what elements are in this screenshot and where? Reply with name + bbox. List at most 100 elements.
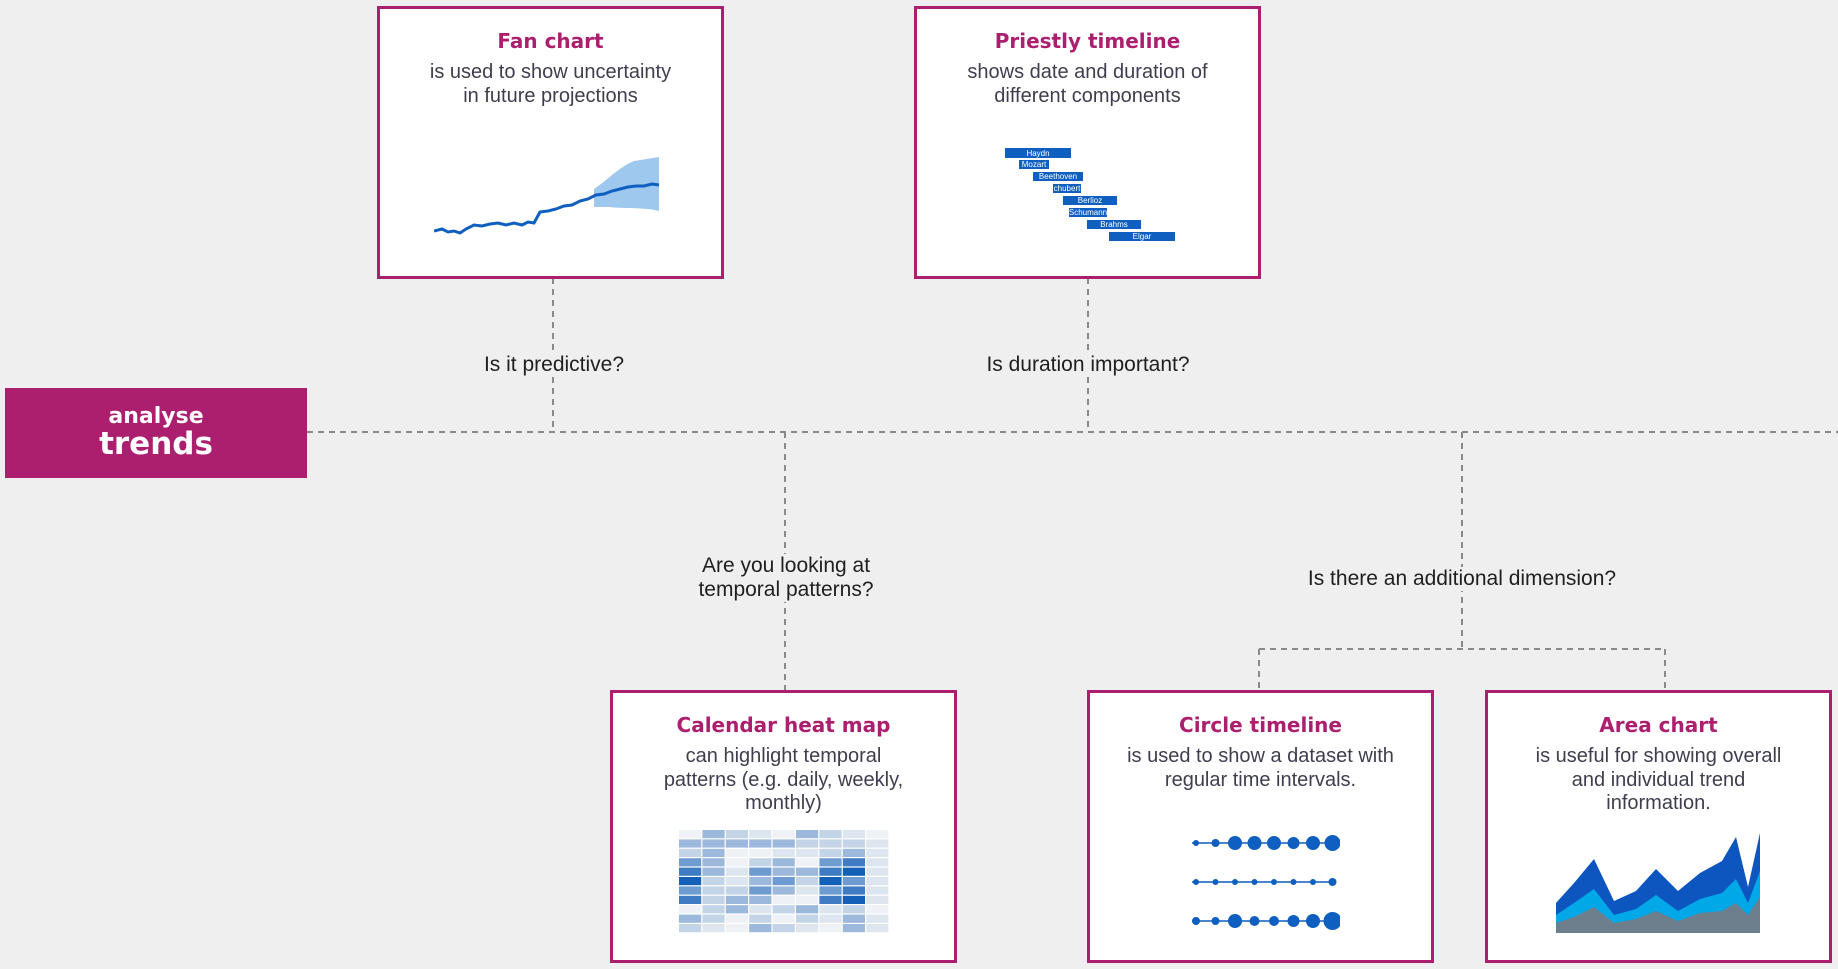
heat-cell bbox=[796, 895, 819, 904]
label-mozart: Mozart bbox=[1022, 160, 1047, 169]
label-schumann: Schumann bbox=[1069, 208, 1107, 217]
timeline-circle bbox=[1287, 915, 1300, 927]
fan-chart-thumbnail bbox=[434, 157, 660, 235]
question-temporal: Are you looking at temporal patterns? bbox=[680, 554, 892, 602]
label-berlioz: Berlioz bbox=[1078, 196, 1102, 205]
heat-cell bbox=[725, 877, 748, 886]
question-predictive: Is it predictive? bbox=[474, 353, 634, 377]
heat-cell bbox=[772, 886, 795, 895]
heat-cell bbox=[749, 839, 772, 848]
heat-cell bbox=[842, 905, 865, 914]
circle-timeline-desc: is used to show a dataset with regular t… bbox=[1127, 745, 1394, 791]
calendar-heat-map-title: Calendar heat map bbox=[676, 713, 891, 737]
heat-cell bbox=[702, 877, 725, 886]
circle-timeline-thumbnail bbox=[1192, 835, 1340, 930]
heat-cell bbox=[796, 905, 819, 914]
timeline-circle bbox=[1193, 840, 1199, 846]
heat-cell bbox=[725, 848, 748, 857]
heat-cell bbox=[842, 895, 865, 904]
timeline-circle bbox=[1249, 916, 1260, 926]
timeline-circle bbox=[1251, 879, 1258, 885]
label-elgar: Elgar bbox=[1133, 232, 1152, 241]
heat-cell bbox=[819, 924, 842, 933]
heat-cell bbox=[725, 895, 748, 904]
timeline-circle bbox=[1193, 879, 1199, 885]
heat-cell bbox=[866, 830, 889, 839]
area-chart-title: Area chart bbox=[1599, 713, 1718, 737]
heat-cell bbox=[842, 886, 865, 895]
heat-cell bbox=[772, 924, 795, 933]
heat-cell bbox=[842, 830, 865, 839]
calendar-heat-map-card[interactable]: Calendar heat map can highlight temporal… bbox=[610, 690, 957, 963]
circle-timeline-card[interactable]: Circle timeline is used to show a datase… bbox=[1087, 690, 1434, 963]
heat-cell bbox=[725, 914, 748, 923]
heat-cell bbox=[819, 867, 842, 876]
heat-cell bbox=[749, 858, 772, 867]
heat-cell bbox=[796, 830, 819, 839]
heat-cell bbox=[725, 905, 748, 914]
heat-cell bbox=[772, 914, 795, 923]
heat-cell bbox=[679, 886, 702, 895]
priestly-timeline-card[interactable]: Priestly timeline shows date and duratio… bbox=[914, 6, 1261, 279]
heat-cell bbox=[725, 830, 748, 839]
heat-cell bbox=[866, 914, 889, 923]
heat-cell bbox=[842, 867, 865, 876]
timeline-circle bbox=[1306, 836, 1320, 850]
heat-cell bbox=[679, 848, 702, 857]
heat-cell bbox=[725, 839, 748, 848]
bar-berlioz bbox=[1063, 196, 1117, 205]
label-brahms: Brahms bbox=[1100, 220, 1128, 229]
area-chart-thumbnail bbox=[1556, 833, 1760, 933]
heat-cell bbox=[772, 895, 795, 904]
heat-cell bbox=[772, 839, 795, 848]
heat-cell bbox=[819, 886, 842, 895]
bar-schubert bbox=[1053, 184, 1081, 193]
heat-cell bbox=[796, 886, 819, 895]
heat-cell bbox=[866, 848, 889, 857]
heat-cell bbox=[866, 858, 889, 867]
fan-chart-desc: is used to show uncertainty in future pr… bbox=[429, 61, 672, 107]
heat-cell bbox=[725, 867, 748, 876]
heat-cell bbox=[725, 886, 748, 895]
question-duration: Is duration important? bbox=[968, 353, 1208, 377]
heat-cell bbox=[702, 914, 725, 923]
heat-cell bbox=[819, 858, 842, 867]
bar-brahms bbox=[1087, 220, 1141, 229]
area-chart-card[interactable]: Area chart is useful for showing overall… bbox=[1485, 690, 1832, 963]
bar-mozart bbox=[1019, 160, 1049, 169]
heat-cell bbox=[679, 830, 702, 839]
heat-cell bbox=[749, 877, 772, 886]
heat-cell bbox=[749, 867, 772, 876]
fan-chart-title: Fan chart bbox=[497, 29, 604, 53]
timeline-circle bbox=[1287, 837, 1300, 849]
heat-cell bbox=[866, 877, 889, 886]
heat-cell bbox=[702, 905, 725, 914]
priestly-timeline-desc: shows date and duration of different com… bbox=[967, 61, 1208, 107]
timeline-circle bbox=[1323, 912, 1340, 930]
priestly-timeline-thumbnail: Haydn Mozart Beethoven chubert Berlioz S… bbox=[1005, 148, 1175, 241]
heat-cell bbox=[679, 905, 702, 914]
heat-cell bbox=[679, 895, 702, 904]
timeline-circle bbox=[1324, 835, 1340, 851]
label-haydn: Haydn bbox=[1026, 149, 1049, 158]
heat-cell bbox=[842, 924, 865, 933]
area-chart-desc: is useful for showing overall and indivi… bbox=[1535, 745, 1782, 814]
heat-cell bbox=[796, 867, 819, 876]
heat-cell bbox=[796, 858, 819, 867]
analyse-trends-node: analyse trends bbox=[5, 388, 307, 478]
timeline-circle bbox=[1267, 836, 1281, 850]
heat-cell bbox=[679, 867, 702, 876]
heat-cell bbox=[866, 905, 889, 914]
timeline-circle bbox=[1192, 917, 1200, 925]
heat-cell bbox=[749, 895, 772, 904]
area-layer-base bbox=[1556, 897, 1760, 933]
heat-cell bbox=[819, 905, 842, 914]
heat-cell bbox=[842, 914, 865, 923]
heat-cell bbox=[679, 877, 702, 886]
root-line2: trends bbox=[99, 426, 213, 462]
heat-cell bbox=[679, 914, 702, 923]
heat-cell bbox=[796, 839, 819, 848]
heat-cell bbox=[796, 924, 819, 933]
heat-cell bbox=[725, 858, 748, 867]
fan-chart-card[interactable]: Fan chart is used to show uncertainty in… bbox=[377, 6, 724, 279]
